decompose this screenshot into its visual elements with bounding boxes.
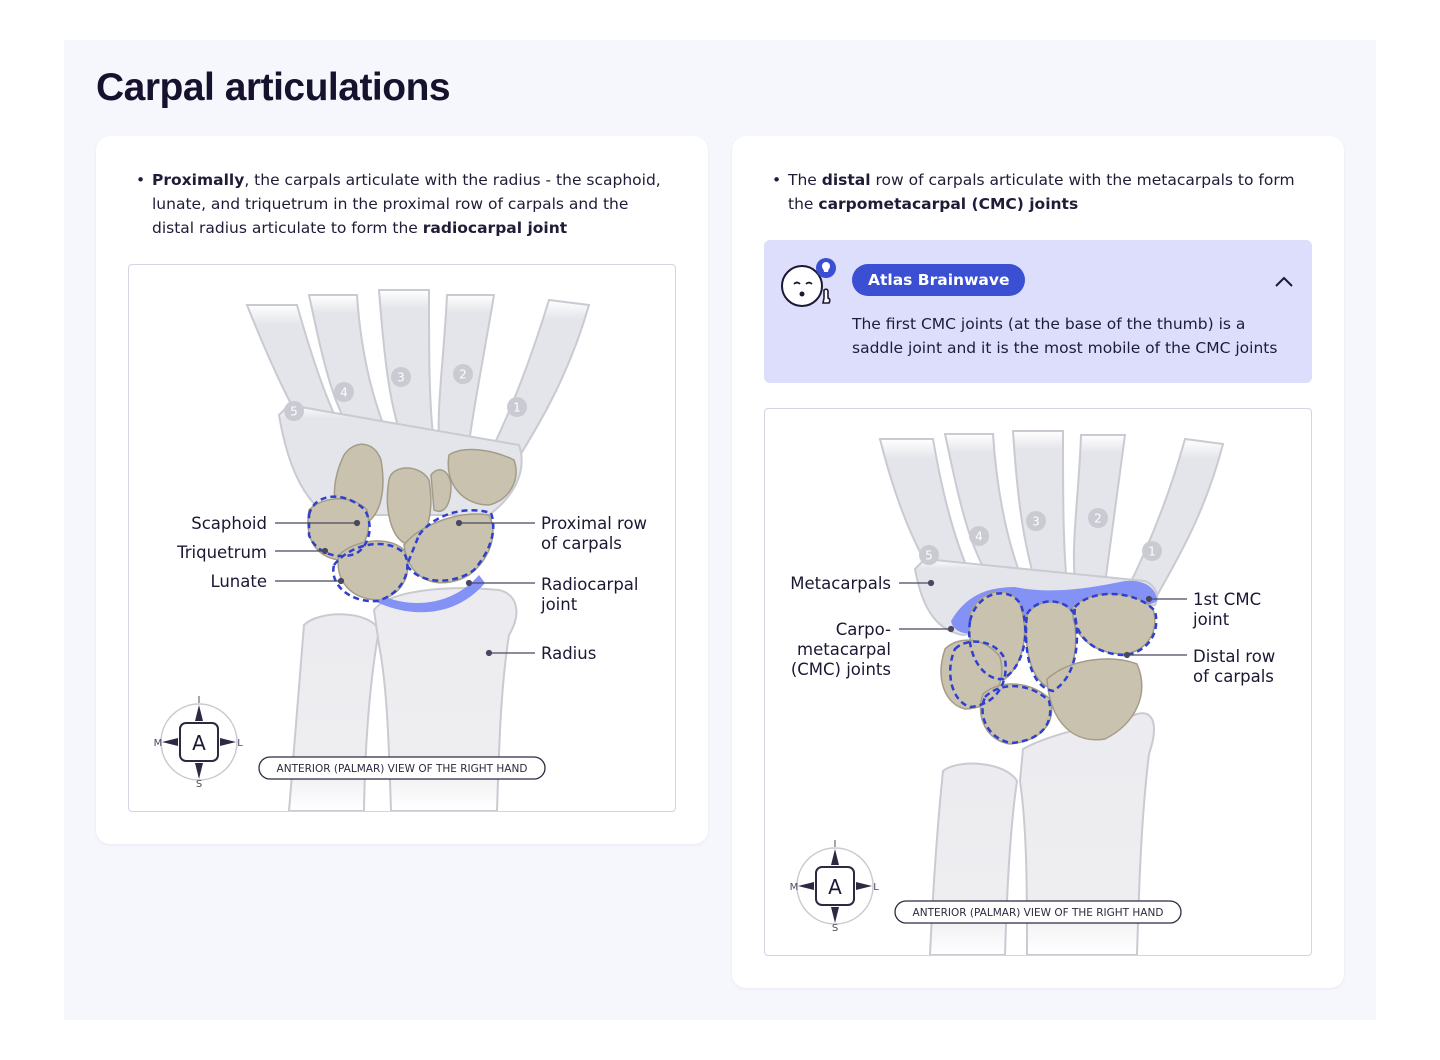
tip-title-badge: Atlas Brainwave [852, 264, 1026, 296]
right-bullet-list: The distal row of carpals articulate wit… [772, 168, 1312, 216]
finger-number: 2 [459, 368, 467, 382]
label-proximal-row-line1: Proximal row [541, 514, 647, 533]
view-caption: ANTERIOR (PALMAR) VIEW OF THE RIGHT HAND [894, 900, 1182, 924]
finger-badge [1026, 511, 1046, 531]
orientation-compass: A I S M L [154, 695, 244, 790]
compass-bottom: S [832, 923, 838, 934]
finger-number: 1 [1148, 545, 1156, 559]
compass-right: L [873, 882, 879, 893]
label-distal-row-line1: Distal row [1193, 647, 1275, 666]
radiocarpal-joint-highlight [364, 575, 485, 613]
label-radiocarpal-line1: Radiocarpal [541, 575, 639, 594]
left-card: Proximally, the carpals articulate with … [96, 136, 708, 844]
compass-center: A [828, 875, 842, 899]
caption-text: ANTERIOR (PALMAR) VIEW OF THE RIGHT HAND [277, 763, 528, 775]
bullet-text: , the carpals articulate with the radius… [152, 171, 661, 237]
finger-number-badges: 5 4 3 2 1 [919, 508, 1162, 565]
label-cmc-line3: (CMC) joints [791, 660, 891, 679]
label-triquetrum: Triquetrum [176, 543, 267, 562]
label-distal-row-line2: of carpals [1193, 667, 1274, 686]
finger-number: 2 [1094, 512, 1102, 526]
bullet-text: row of carpals articulate with the metac… [788, 171, 1295, 213]
forearm-bones [287, 587, 518, 811]
finger-badge [453, 364, 473, 384]
orientation-compass: A I S M L [790, 839, 880, 934]
label-metacarpals: Metacarpals [790, 574, 891, 593]
label-leaders [275, 519, 535, 657]
compass-left: M [154, 738, 163, 749]
finger-number-badges: 5 4 3 2 1 [284, 364, 527, 421]
finger-number: 4 [340, 386, 348, 400]
finger-number: 3 [1032, 515, 1040, 529]
wrist-proximal-illustration: 5 4 3 2 1 Scaphoid T [154, 289, 647, 811]
compass-bottom: S [196, 779, 202, 790]
bold-term: Proximally [152, 171, 245, 189]
finger-number: 1 [513, 401, 521, 415]
finger-badge [969, 526, 989, 546]
finger-number: 4 [975, 530, 983, 544]
label-radius: Radius [541, 644, 596, 663]
finger-number: 5 [290, 405, 298, 419]
label-radiocarpal-line2: joint [540, 595, 578, 614]
finger-badge [284, 401, 304, 421]
finger-badge [507, 397, 527, 417]
finger-badge [1142, 541, 1162, 561]
proximal-row-outline [307, 495, 495, 603]
compass-left: M [790, 882, 799, 893]
page-title: Carpal articulations [96, 66, 451, 109]
chevron-up-icon[interactable] [1272, 270, 1296, 294]
right-card: The distal row of carpals articulate wit… [732, 136, 1344, 988]
metacarpal-bones [245, 289, 591, 516]
carpal-bones [940, 590, 1156, 745]
caption-text: ANTERIOR (PALMAR) VIEW OF THE RIGHT HAND [913, 907, 1164, 919]
bold-term: distal [821, 171, 871, 189]
left-bullet-list: Proximally, the carpals articulate with … [136, 168, 666, 240]
label-proximal-row-line2: of carpals [541, 534, 622, 553]
finger-badge [391, 367, 411, 387]
compass-center: A [192, 731, 206, 755]
compass-top: I [198, 695, 201, 706]
finger-number: 3 [397, 371, 405, 385]
label-first-cmc-line2: joint [1192, 610, 1230, 629]
label-cmc-line1: Carpo- [836, 620, 891, 639]
distal-row-outline [948, 592, 1158, 745]
compass-right: L [237, 738, 243, 749]
label-scaphoid: Scaphoid [191, 514, 267, 533]
left-bullet: Proximally, the carpals articulate with … [136, 168, 666, 240]
finger-badge [334, 382, 354, 402]
label-leaders [899, 579, 1187, 659]
lightbulb-mascot-icon [781, 258, 836, 307]
label-lunate: Lunate [210, 572, 267, 591]
finger-number: 5 [925, 549, 933, 563]
bullet-text: The [788, 171, 822, 189]
left-figure: 5 4 3 2 1 Scaphoid T [128, 264, 676, 812]
finger-badge [1088, 508, 1108, 528]
bold-term: carpometacarpal (CMC) joints [818, 195, 1079, 213]
label-first-cmc-line1: 1st CMC [1193, 590, 1261, 609]
atlas-brainwave-tip: Atlas Brainwave The first CMC joints (at… [764, 240, 1312, 383]
tip-text: The first CMC joints (at the base of the… [852, 315, 1278, 357]
right-bullet: The distal row of carpals articulate wit… [772, 168, 1312, 216]
finger-badge [919, 545, 939, 565]
bold-term: radiocarpal joint [422, 219, 568, 237]
wrist-distal-illustration: 5 4 3 2 1 Metacarpals Carpo- m [790, 430, 1275, 955]
compass-top: I [834, 839, 837, 850]
carpal-bones [307, 443, 517, 601]
view-caption: ANTERIOR (PALMAR) VIEW OF THE RIGHT HAND [258, 756, 546, 780]
label-cmc-line2: metacarpal [797, 640, 891, 659]
right-figure: 5 4 3 2 1 Metacarpals Carpo- m [764, 408, 1312, 956]
